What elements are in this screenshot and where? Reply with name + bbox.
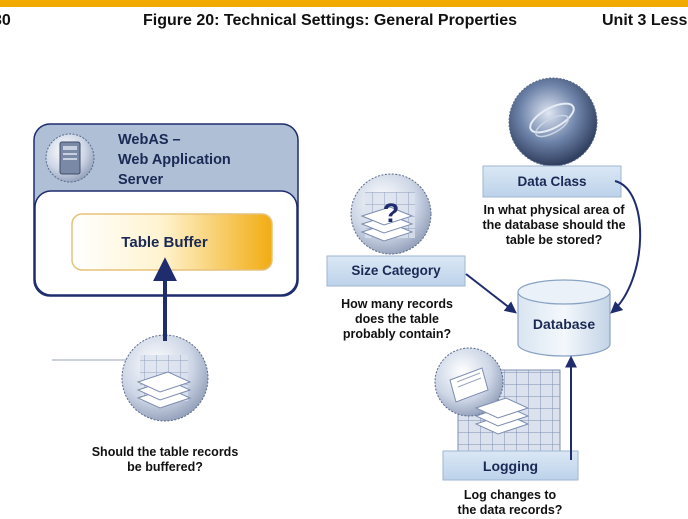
data-class-icon [508,77,598,167]
size-question-line2: does the table [354,312,440,326]
data-class-question-line1: In what physical area of [483,203,625,217]
table-records-icon [121,334,209,422]
data-class-question-line3: table be stored? [505,233,603,247]
question-mark-icon: ? [382,198,400,228]
size-category-question: How many records does the table probably… [318,297,476,342]
size-category-label: Size Category [351,263,441,278]
webas-title-line2: Web Application [118,152,231,168]
data-class-question: In what physical area of the database sh… [470,203,638,248]
data-class-arrow [610,180,642,314]
database-label: Database [532,316,596,332]
buffer-question: Should the table records be buffered? [72,445,258,475]
database-cylinder [517,279,611,357]
webas-title: WebAS – Web Application Server [118,130,231,190]
webas-title-line3: Server [118,172,164,188]
server-icon [45,133,95,183]
size-category-arrow [465,273,517,314]
data-class-label: Data Class [517,174,587,189]
table-buffer-label: Table Buffer [121,234,208,251]
buffer-question-line1: Should the table records [91,445,239,459]
data-class-box [482,165,622,198]
page-title: Figure 20: Technical Settings: General P… [143,12,518,29]
top-accent-bar [0,0,688,7]
logging-question-line2: the data records? [457,503,563,517]
size-category-box [326,255,466,287]
data-class-question-line2: the database should the [482,218,626,232]
logging-box [442,450,579,481]
logging-icon [434,347,561,455]
page-number: 30 [0,12,11,29]
buffer-question-line2: be buffered? [127,460,203,474]
size-question-line1: How many records [341,297,453,311]
unit-label: Unit 3 Less [602,12,688,29]
logging-question: Log changes to the data records? [430,488,590,518]
logging-question-line1: Log changes to [463,488,557,502]
size-category-icon [350,173,432,255]
size-question-line3: probably contain? [342,327,452,341]
webas-title-line1: WebAS – [118,132,181,148]
logging-label: Logging [482,458,539,474]
